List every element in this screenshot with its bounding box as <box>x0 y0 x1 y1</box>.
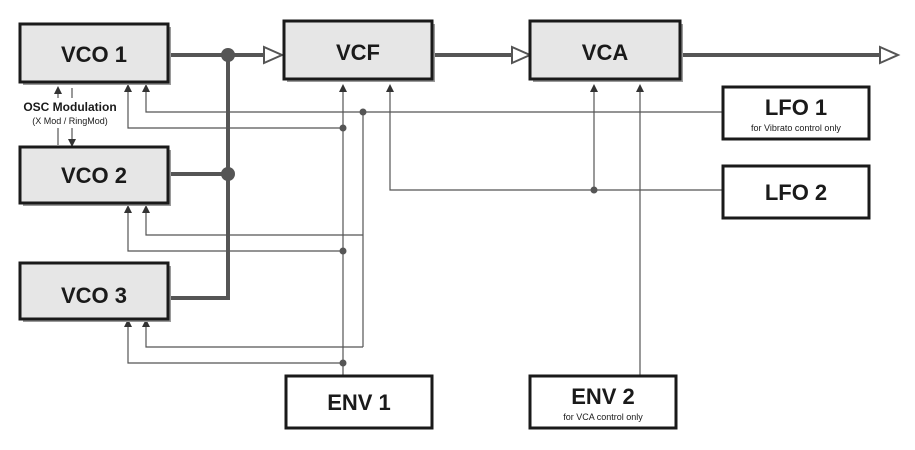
vcf-module: VCF <box>282 19 435 82</box>
lfo1-to-vco3-line <box>145 323 363 348</box>
env1-to-vco2-line <box>127 209 343 252</box>
arrowhead-icon <box>124 84 132 92</box>
arrowhead-icon <box>142 319 150 327</box>
arrowhead-icon <box>590 84 598 92</box>
osc-modulation-note: OSC Modulation (X Mod / RingMod) <box>14 98 126 128</box>
junction-dot <box>590 186 598 194</box>
lfo1-module: LFO 1 for Vibrato control only <box>721 85 871 141</box>
mixer-junction-dot <box>221 48 235 62</box>
env1-module: ENV 1 <box>284 374 434 430</box>
lfo2-to-vcf-line <box>389 88 723 191</box>
control-arrowheads <box>54 84 644 327</box>
audio-path <box>168 45 901 300</box>
arrow-right-icon <box>263 45 285 65</box>
arrowhead-icon <box>339 84 347 92</box>
vca-module: VCA <box>528 19 683 82</box>
lfo2-label: LFO 2 <box>765 180 827 205</box>
osc-modulation-subtitle: (X Mod / RingMod) <box>32 116 108 126</box>
vco2-label: VCO 2 <box>61 163 127 188</box>
lfo1-to-vco2-line <box>145 209 363 236</box>
control-lines <box>57 88 723 376</box>
vco1-label: VCO 1 <box>61 42 127 67</box>
arrowhead-icon <box>142 84 150 92</box>
env1-to-vco1-line <box>127 88 343 129</box>
env2-note: for VCA control only <box>563 412 643 422</box>
env1-label: ENV 1 <box>327 390 391 415</box>
vca-label: VCA <box>582 40 629 65</box>
lfo2-module: LFO 2 <box>721 164 871 220</box>
arrow-right-icon <box>879 45 901 65</box>
lfo1-note: for Vibrato control only <box>751 123 841 133</box>
junction-dot <box>339 247 347 255</box>
lfo1-to-vco1-line <box>145 88 723 113</box>
vco3-module: VCO 3 <box>18 261 171 322</box>
vco3-out-line <box>168 55 230 300</box>
env1-to-vco3-line <box>127 323 343 364</box>
arrowhead-icon <box>54 86 62 94</box>
junction-dot <box>359 108 367 116</box>
control-junctions <box>339 108 598 367</box>
vco2-module: VCO 2 <box>18 145 171 206</box>
arrowhead-icon <box>68 139 76 147</box>
lfo1-label: LFO 1 <box>765 95 827 120</box>
osc-modulation-title: OSC Modulation <box>23 100 116 114</box>
vco1-module: VCO 1 <box>18 22 171 85</box>
arrowhead-icon <box>124 205 132 213</box>
arrowhead-icon <box>386 84 394 92</box>
env2-label: ENV 2 <box>571 384 635 409</box>
junction-dot <box>339 359 347 367</box>
vcf-label: VCF <box>336 40 380 65</box>
arrowhead-icon <box>142 205 150 213</box>
vco3-label: VCO 3 <box>61 283 127 308</box>
arrowhead-icon <box>636 84 644 92</box>
junction-dot <box>339 124 347 132</box>
arrowhead-icon <box>124 319 132 327</box>
arrow-right-icon <box>511 45 533 65</box>
mixer-junction-dot <box>221 167 235 181</box>
env2-module: ENV 2 for VCA control only <box>528 374 678 430</box>
